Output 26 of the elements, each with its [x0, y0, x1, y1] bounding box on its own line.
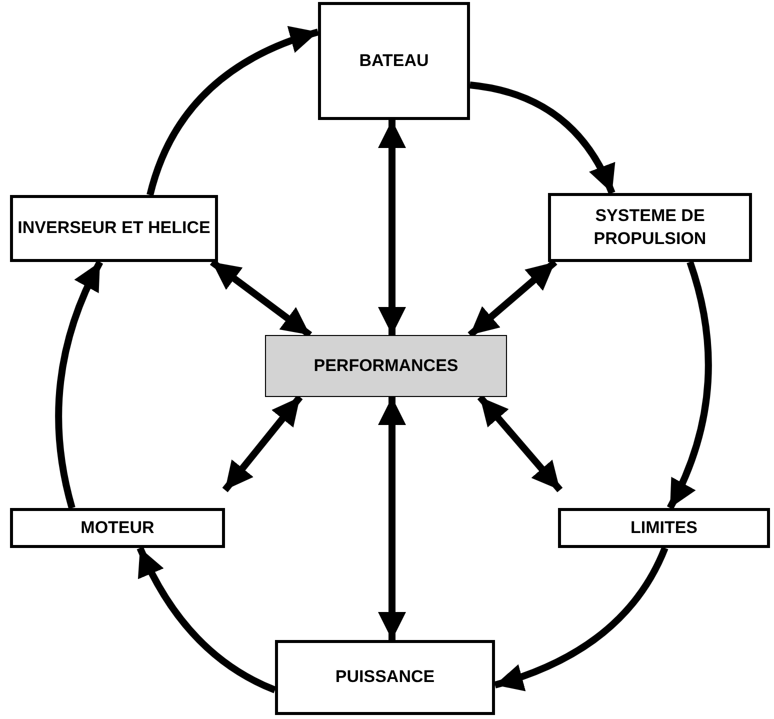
- process-box: [275, 640, 495, 715]
- double-arrow: [477, 394, 563, 492]
- box-label: INVERSEUR ET HELICE: [16, 217, 212, 240]
- process-box: [558, 508, 770, 548]
- double-arrow: [378, 397, 406, 640]
- highlighted-box: [265, 335, 507, 397]
- process-box: [10, 508, 225, 548]
- curved-arrow: [136, 546, 276, 694]
- process-box: [548, 193, 752, 262]
- curved-arrow: [146, 26, 320, 196]
- curved-arrow: [470, 82, 616, 194]
- curved-arrow: [55, 260, 104, 509]
- double-arrow: [210, 259, 312, 338]
- process-box: [318, 2, 470, 120]
- box-label: PERFORMANCES: [312, 354, 460, 377]
- double-arrow: [222, 394, 303, 492]
- box-label: PUISSANCE: [334, 666, 436, 688]
- curved-arrow: [666, 260, 712, 510]
- double-arrow: [468, 259, 558, 338]
- box-label: BATEAU: [358, 50, 430, 72]
- process-box: [10, 195, 218, 262]
- box-label: MOTEUR: [80, 516, 156, 539]
- box-label: SYSTEME DE PROPULSION: [592, 204, 708, 250]
- double-arrow: [378, 120, 406, 335]
- box-label: LIMITES: [629, 516, 699, 539]
- curved-arrow: [494, 546, 668, 690]
